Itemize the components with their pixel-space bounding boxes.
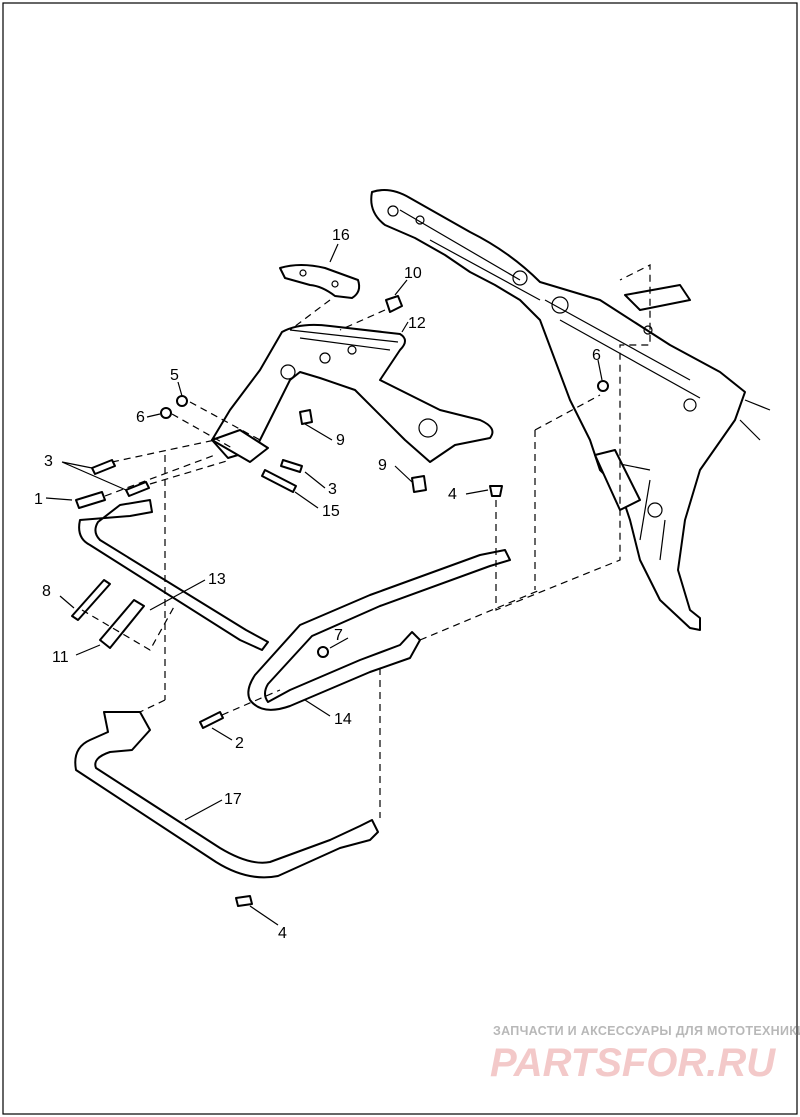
part-9-clip-lower [411, 475, 427, 493]
part-6-washer-left [160, 407, 172, 419]
callout-2: 2 [235, 735, 244, 752]
part-1-bolt [75, 491, 106, 509]
watermark: ЗАПЧАСТИ И АКСЕССУАРЫ ДЛЯ МОТОТЕХНИКИ PA… [490, 1024, 800, 1085]
callout-5: 5 [170, 367, 179, 384]
watermark-tagline: ЗАПЧАСТИ И АКСЕССУАРЫ ДЛЯ МОТОТЕХНИКИ [493, 1024, 800, 1038]
callout-8: 8 [42, 583, 51, 600]
callout-15: 15 [322, 503, 340, 520]
callout-9-lower: 9 [378, 457, 387, 474]
part-3-bolt-lower [125, 481, 150, 497]
part-4-bolt-upper [489, 485, 503, 497]
part-8-pin [71, 579, 111, 621]
part-14-side-rail [247, 549, 511, 711]
callout-6-right: 6 [592, 347, 601, 364]
part-7-nut [317, 646, 329, 658]
part-3-bolt-right [280, 459, 303, 473]
callout-3-left: 3 [44, 453, 53, 470]
callout-6-left: 6 [136, 409, 145, 426]
watermark-brand: PARTSFOR.RU [490, 1041, 776, 1085]
part-13-crossbar [78, 499, 269, 651]
part-17-lower-rail [74, 711, 379, 879]
part-11-spring [99, 599, 145, 649]
callout-14: 14 [334, 711, 352, 728]
part-6-nut-right [597, 380, 609, 392]
motorcycle-frame [370, 189, 771, 631]
part-10-clip [385, 295, 403, 313]
part-16-trim-plate [279, 264, 361, 299]
callout-13: 13 [208, 571, 226, 588]
leader-lines [45, 243, 603, 926]
part-4-bolt-lower [235, 895, 253, 907]
callout-7: 7 [334, 627, 343, 644]
callout-4-lower: 4 [278, 925, 287, 942]
part-5-nut [176, 395, 188, 407]
callout-11: 11 [52, 649, 69, 666]
callout-16: 16 [332, 227, 350, 244]
callout-3-right: 3 [328, 481, 337, 498]
callout-17: 17 [224, 791, 242, 808]
part-3-bolt-upper [91, 459, 116, 475]
callout-10: 10 [404, 265, 422, 282]
callout-1: 1 [34, 491, 43, 508]
part-15-bolt [261, 469, 297, 493]
callout-12: 12 [408, 315, 426, 332]
alignment-lines [81, 264, 651, 818]
part-9-clip-upper [299, 409, 313, 425]
callout-labels: 16 10 12 5 6 6 3 1 9 9 3 15 4 13 8 11 7 … [34, 227, 601, 942]
callout-9-upper: 9 [336, 432, 345, 449]
part-2-screw [199, 711, 224, 729]
callout-4-upper: 4 [448, 486, 457, 503]
part-12-fender-bracket [211, 323, 494, 463]
